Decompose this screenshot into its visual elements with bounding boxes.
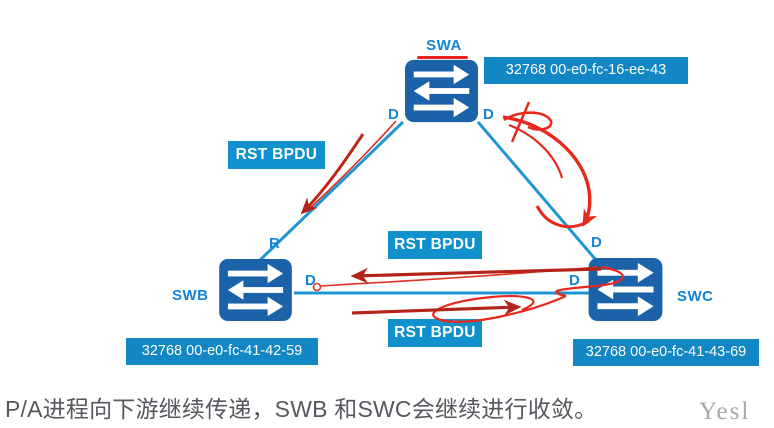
swc-port-top: D [591,234,602,251]
swc-port-left: D [569,272,580,289]
swb-port-right: D [305,272,316,289]
link-swa-swc [476,121,598,261]
swa-port-left: D [388,106,399,123]
switch-icon [219,259,292,321]
swa-port-right: D [483,106,494,123]
swb-switch [218,259,293,326]
swc-bridge-id: 32768 00-e0-fc-41-43-69 [573,339,759,366]
rst-bpdu-label-mid-top: RST BPDU [388,231,482,259]
rst-bpdu-label-left: RST BPDU [228,141,325,169]
rst-bpdu-label-mid-bottom: RST BPDU [388,319,482,347]
arrow-swb-to-swc [351,294,567,323]
swa-bridge-id: 32768 00-e0-fc-16-ee-43 [484,57,688,84]
swb-bridge-id: 32768 00-e0-fc-41-42-59 [126,338,318,365]
swc-switch [588,258,663,326]
caption-text: P/A进程向下游继续传递，SWB 和SWC会继续进行收敛。 [5,396,598,422]
swb-label: SWB [172,287,209,304]
switch-icon [405,59,478,123]
swa-label: SWA [426,37,462,54]
switch-icon [588,258,663,321]
swb-port-top: R [269,235,280,252]
arrow-swa-to-swc [502,101,598,229]
watermark-text: Yesl [699,398,751,425]
swc-label: SWC [677,288,714,305]
swa-red-underline [417,56,468,59]
swa-switch [405,59,478,128]
